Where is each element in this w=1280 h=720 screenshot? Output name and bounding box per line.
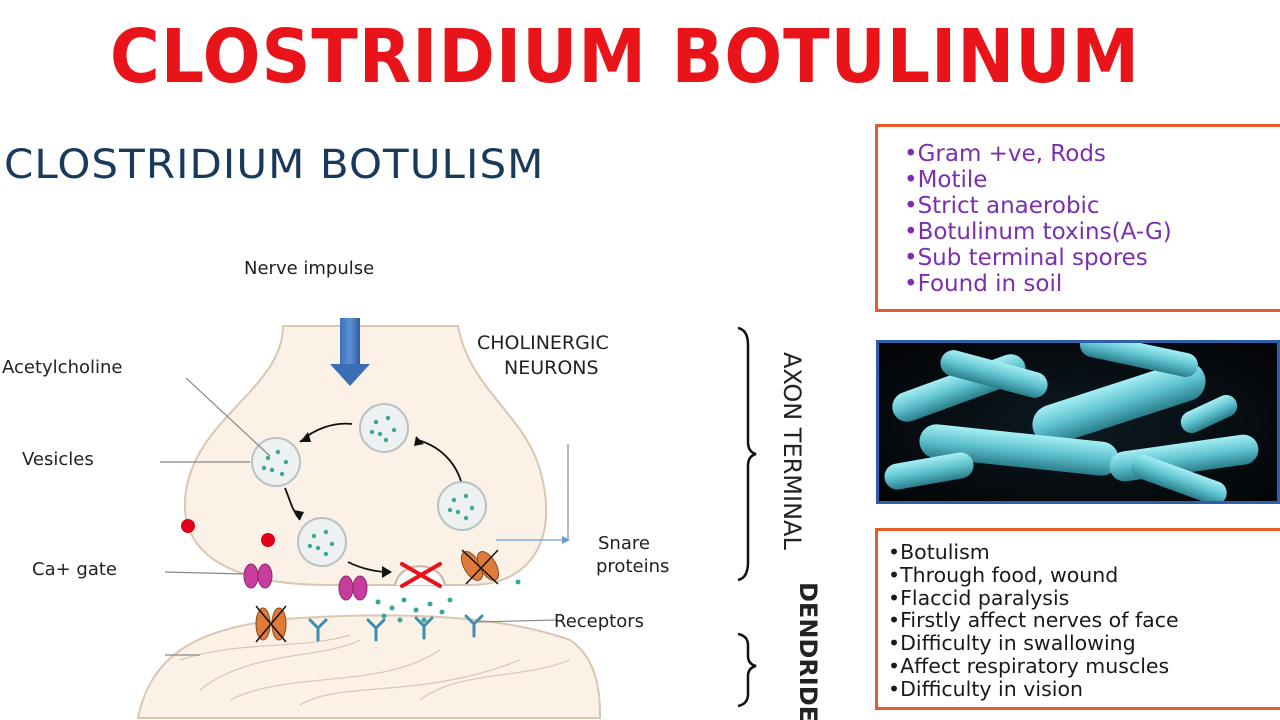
vesicle bbox=[437, 481, 487, 531]
postsynaptic-channel bbox=[255, 605, 287, 643]
features-box: •Gram +ve, Rods •Motile •Strict anaerobi… bbox=[875, 124, 1280, 312]
list-item: •Through food, wound bbox=[888, 562, 1119, 587]
receptor bbox=[308, 614, 484, 642]
ca-gate-channel bbox=[243, 563, 273, 589]
released-acetylcholine bbox=[375, 579, 521, 623]
list-item: •Motile bbox=[904, 167, 988, 193]
list-item: •Botulinum toxins(A-G) bbox=[904, 219, 1172, 245]
page-title: CLOSTRIDIUM BOTULINUM bbox=[109, 14, 1141, 100]
snare-protein-channel bbox=[460, 549, 500, 585]
calcium-ion bbox=[261, 533, 275, 547]
bacteria-image bbox=[879, 343, 1277, 501]
acetylcholine-label: Acetylcholine bbox=[2, 357, 122, 378]
bacteria-micrograph bbox=[876, 340, 1280, 504]
list-item: •Affect respiratory muscles bbox=[888, 653, 1170, 678]
proteins-label: proteins bbox=[596, 556, 669, 577]
label-pointer-lines bbox=[160, 377, 569, 656]
ca-gate-channel bbox=[338, 575, 368, 601]
list-item: •Sub terminal spores bbox=[904, 245, 1148, 271]
list-item: •Difficulty in vision bbox=[888, 676, 1083, 701]
cholinergic-label: CHOLINERGIC bbox=[477, 332, 609, 354]
dendrite-fibres bbox=[179, 634, 571, 706]
vesicles-label: Vesicles bbox=[22, 449, 94, 470]
diagram-title: CLOSTRIDIUM BOTULISM bbox=[4, 142, 545, 188]
vesicle bbox=[297, 517, 347, 567]
snare-pointer-head bbox=[562, 536, 570, 544]
snare-label: Snare bbox=[598, 533, 650, 554]
list-item: •Firstly affect nerves of face bbox=[888, 608, 1179, 633]
dendrite-shape bbox=[136, 614, 602, 719]
list-item: •Difficulty in swallowing bbox=[888, 631, 1136, 656]
impulse-arrow-head bbox=[330, 364, 370, 386]
axon-terminal-brace bbox=[737, 326, 757, 582]
list-item: •Botulism bbox=[888, 540, 990, 564]
list-item: •Strict anaerobic bbox=[904, 193, 1100, 219]
list-item: •Found in soil bbox=[904, 271, 1063, 297]
features-list: •Gram +ve, Rods •Motile •Strict anaerobi… bbox=[904, 141, 1280, 297]
dendride-label: DENDRIDE bbox=[794, 582, 822, 720]
disease-list: •Botulism •Through food, wound •Flaccid … bbox=[888, 541, 1280, 701]
impulse-arrow-shaft bbox=[340, 318, 360, 368]
synapse-diagram: Nerve impulse Acetylcholine Vesicles Ca+… bbox=[2, 258, 822, 720]
blocked-release-x-icon bbox=[400, 562, 442, 588]
ca-gate-label: Ca+ gate bbox=[32, 559, 117, 580]
nerve-impulse-label: Nerve impulse bbox=[244, 258, 374, 279]
dendride-brace bbox=[737, 632, 757, 708]
disease-box: •Botulism •Through food, wound •Flaccid … bbox=[875, 528, 1280, 710]
vesicle bbox=[359, 403, 409, 453]
cycle-arrowheads bbox=[294, 432, 424, 578]
receptors-label: Receptors bbox=[554, 611, 644, 632]
list-item: •Flaccid paralysis bbox=[888, 585, 1070, 610]
axon-terminal-label: AXON TERMINAL bbox=[778, 352, 806, 550]
neurons-label: NEURONS bbox=[504, 357, 599, 379]
list-item: •Gram +ve, Rods bbox=[904, 141, 1106, 167]
calcium-ion bbox=[181, 519, 195, 533]
